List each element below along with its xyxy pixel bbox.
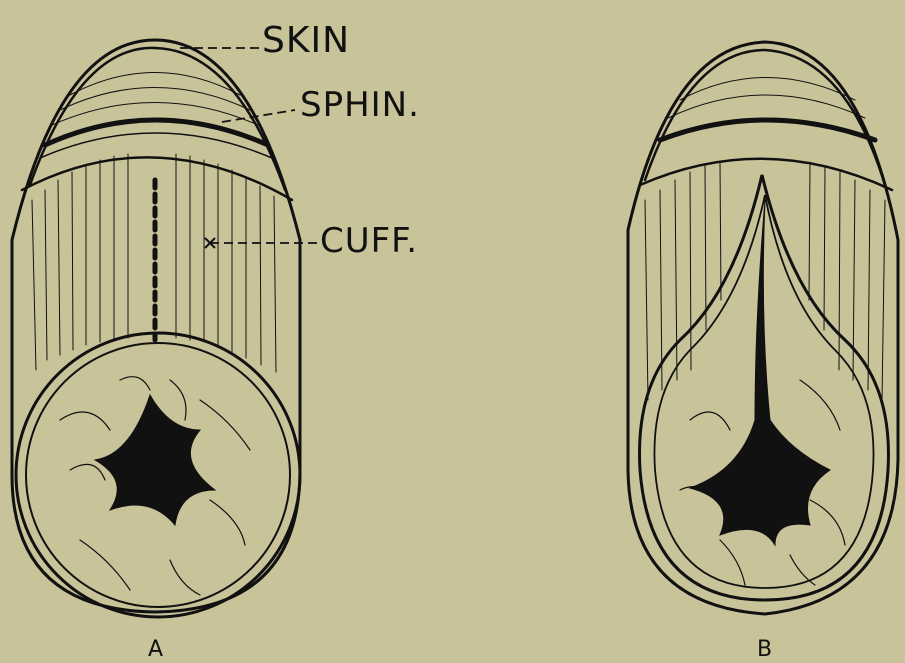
caption-panel-b: B <box>757 637 772 662</box>
panel-b-drawing <box>628 42 898 614</box>
panel-a-lumen <box>95 395 215 525</box>
panel-a-leaders <box>180 48 320 248</box>
label-sphincter: SPHIN. <box>300 85 420 125</box>
panel-b-sphincter-band <box>660 120 875 140</box>
label-cuff: CUFF. <box>320 221 418 261</box>
label-skin: SKIN <box>262 20 350 61</box>
panel-a-drawing <box>12 40 300 617</box>
caption-panel-a: A <box>148 637 163 662</box>
